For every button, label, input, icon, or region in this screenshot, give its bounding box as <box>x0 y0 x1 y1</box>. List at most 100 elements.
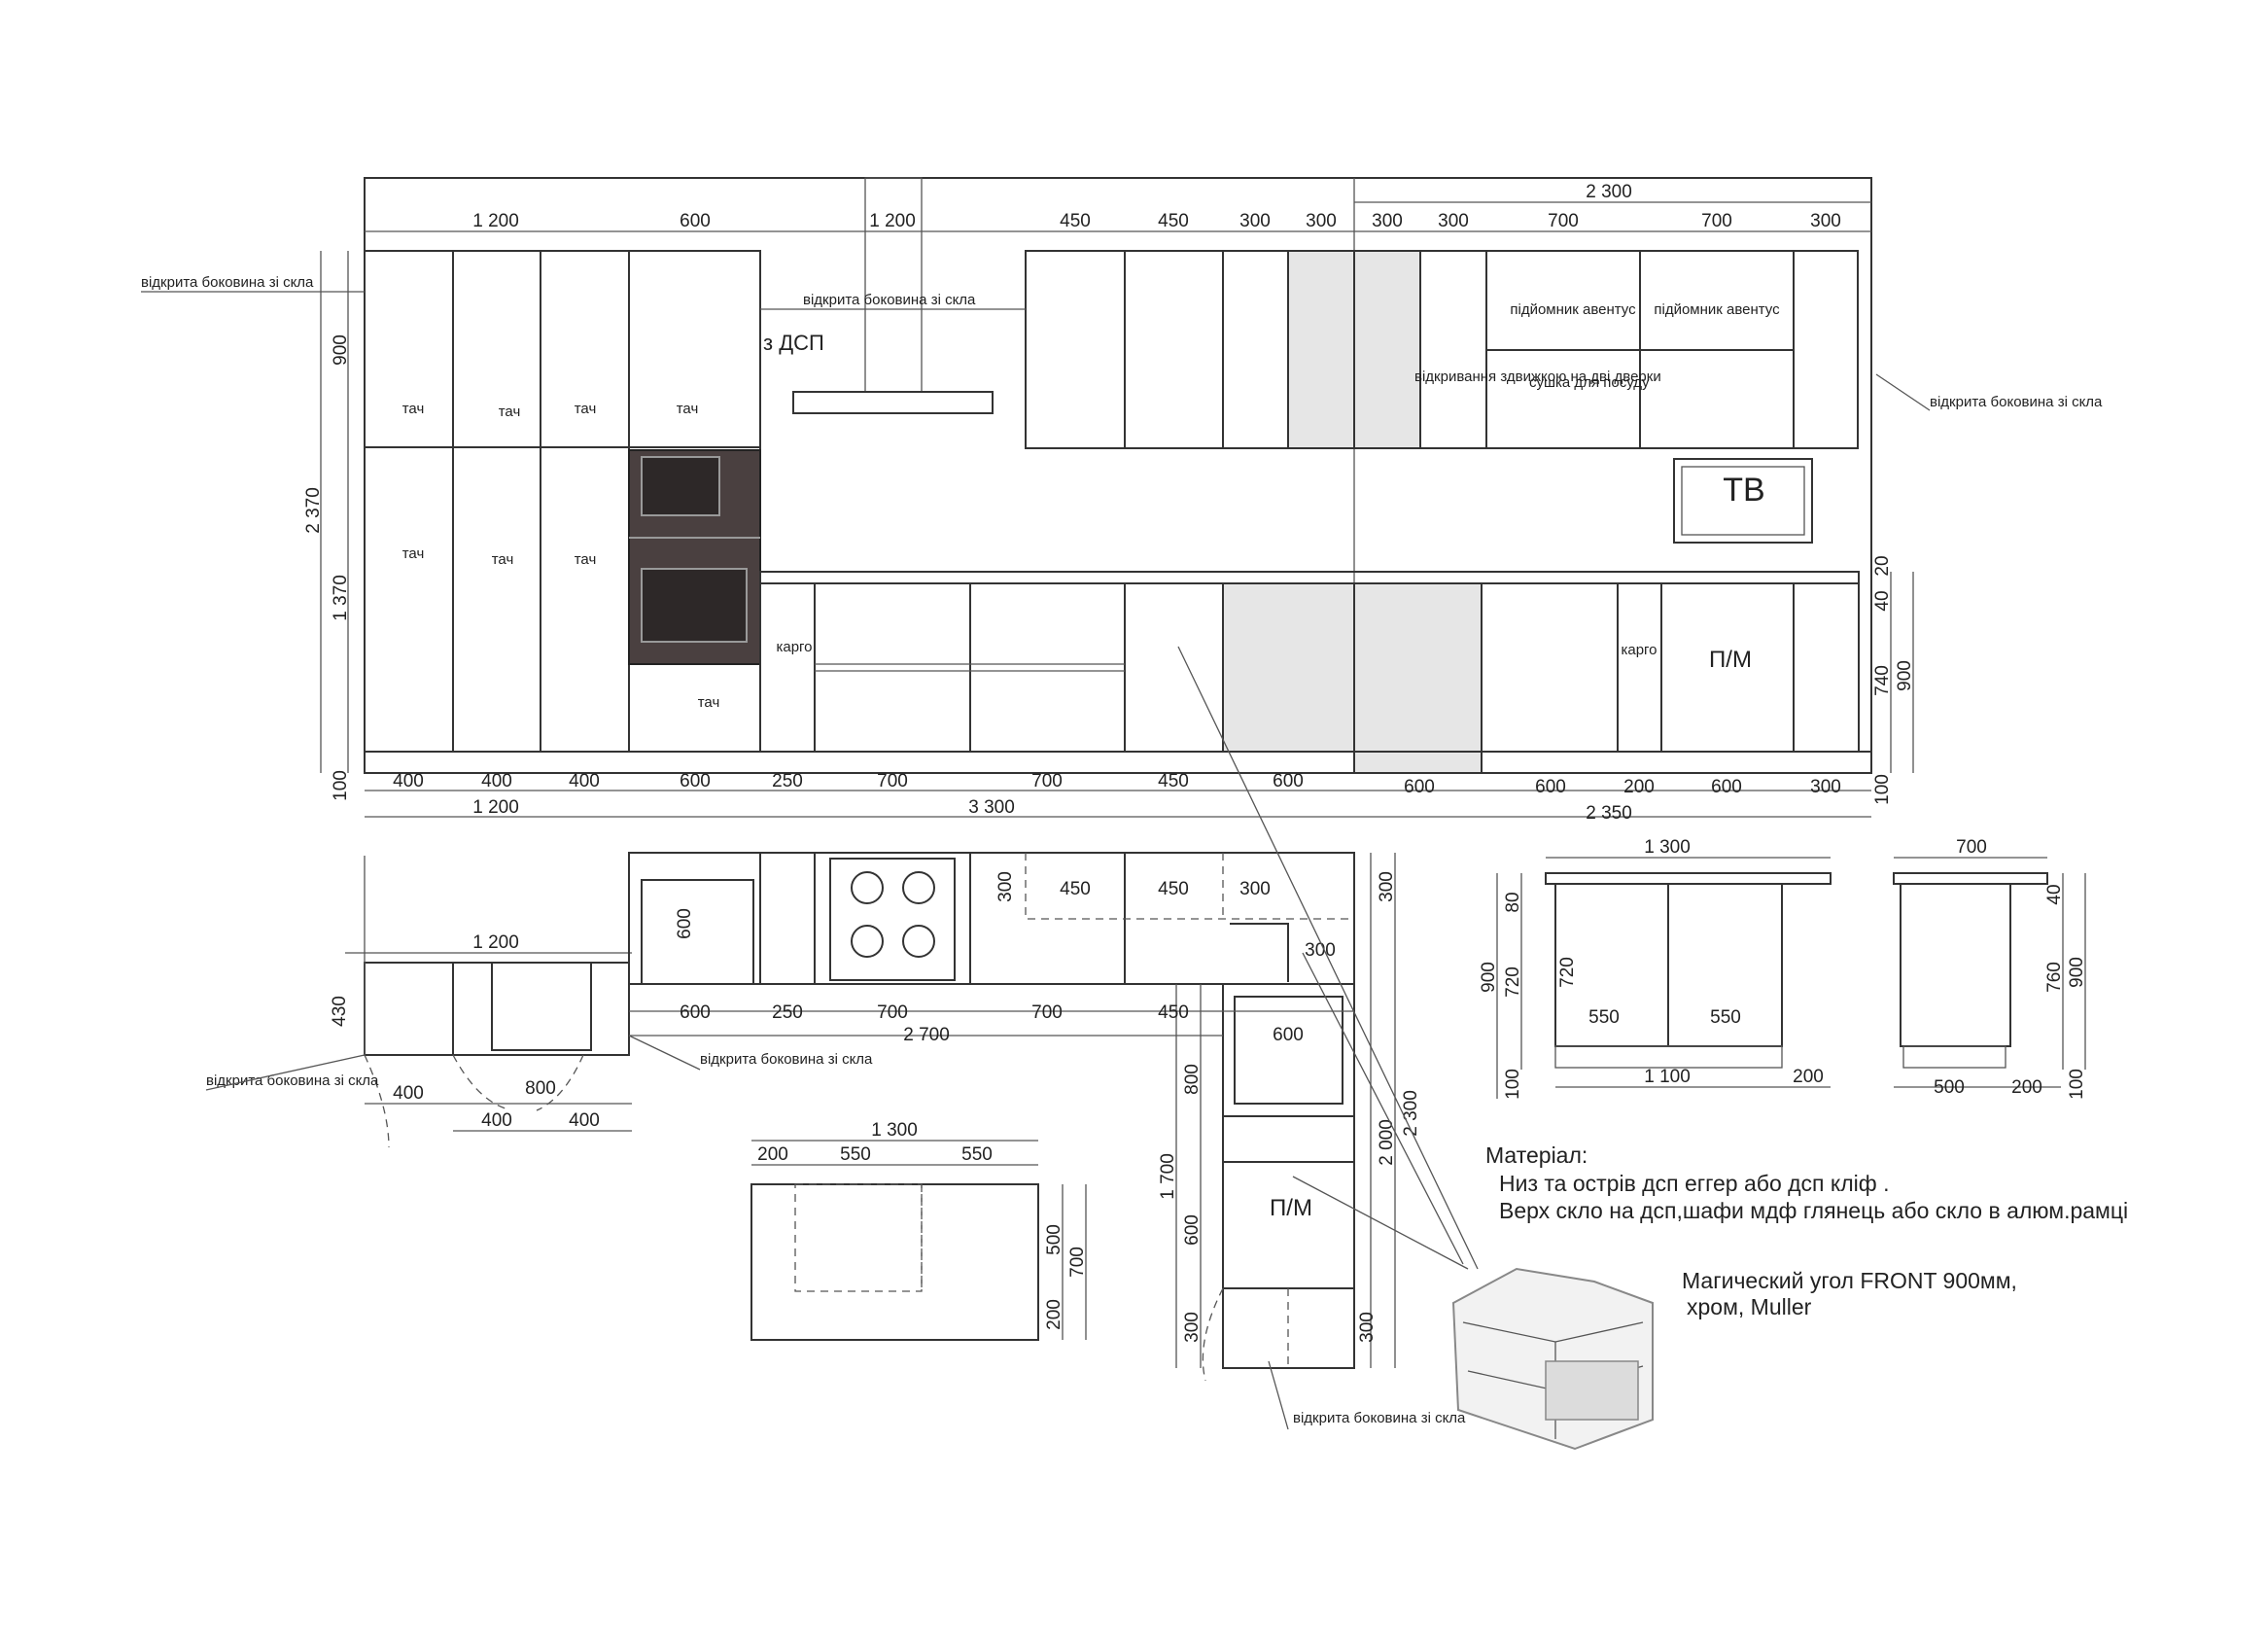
label-tach: тач <box>492 551 514 568</box>
dim-right-740: 740 <box>1872 665 1893 696</box>
label-dsp-note: з ДСП <box>763 331 824 355</box>
island-front-dim: 550 <box>1710 1007 1741 1028</box>
label-cargo: карго <box>1621 642 1657 658</box>
island-dim: 700 <box>1067 1247 1088 1278</box>
plan-dim: 450 <box>1158 879 1189 899</box>
label-tach: тач <box>575 401 597 417</box>
plan-dim: 600 <box>1182 1214 1203 1246</box>
label-tach: тач <box>575 551 597 568</box>
dim-bottom-total-1: 1 200 <box>472 797 519 818</box>
dim-top-11: 700 <box>1701 211 1732 231</box>
plan-dim: 2 700 <box>903 1025 950 1045</box>
label-pm: П/М <box>1709 647 1752 673</box>
plan-dim: 450 <box>1060 879 1091 899</box>
island-front-dim: 80 <box>1503 892 1523 912</box>
dim-bottom-10: 600 <box>1404 777 1435 797</box>
dim-top-9: 300 <box>1438 211 1469 231</box>
magic-corner-line-2: хром, Muller <box>1687 1294 1812 1319</box>
plan-dim: 300 <box>1305 940 1336 961</box>
material-line-1: Низ та острів дсп еггер або дсп кліф . <box>1499 1171 1889 1196</box>
plan-dim: 1 200 <box>472 932 519 953</box>
plan-dim: 300 <box>1357 1312 1378 1343</box>
magic-corner-line-1: Магический угол FRONT 900мм, <box>1682 1268 2017 1293</box>
label-lift: підйомник авентус <box>1510 301 1636 318</box>
tall-cabinet-block <box>364 250 630 753</box>
plan-dim: 300 <box>1182 1312 1203 1343</box>
plan-view: 1 200 430 400 800 400 400 відкрита боков… <box>205 646 1479 1430</box>
plan-dim: 800 <box>1182 1064 1203 1095</box>
dim-top-3: 1 200 <box>869 211 916 231</box>
dim-left-100: 100 <box>331 770 351 801</box>
island-front-dim: 1 300 <box>1644 837 1691 858</box>
dim-top-1: 1 200 <box>472 211 519 231</box>
label-tv: ТВ <box>1723 472 1764 509</box>
dim-bottom-13: 600 <box>1711 777 1742 797</box>
dim-bottom-2: 400 <box>481 771 512 791</box>
plan-dim: 600 <box>675 908 695 939</box>
label-glass-side: відкрита боковина зі скла <box>141 274 314 291</box>
dim-top-7: 300 <box>1306 211 1337 231</box>
dim-left-2370: 2 370 <box>303 487 324 534</box>
hob <box>829 858 956 981</box>
plan-dim: 300 <box>1239 879 1271 899</box>
plan-dim: 250 <box>772 1002 803 1023</box>
plan-dim: 300 <box>1377 871 1397 902</box>
dim-bottom-14: 300 <box>1810 777 1841 797</box>
oven <box>641 568 748 643</box>
island-dim: 500 <box>1044 1224 1064 1255</box>
plan-dim: 700 <box>877 1002 908 1023</box>
label-lift: підйомник авентус <box>1654 301 1780 318</box>
dim-bottom-7: 700 <box>1031 771 1063 791</box>
dim-bottom-4: 600 <box>680 771 711 791</box>
island-front-dim: 1 100 <box>1644 1067 1691 1087</box>
dim-top-total: 2 300 <box>1586 182 1632 202</box>
plan-pm: П/М <box>1270 1195 1312 1221</box>
label-dryer: сушка для посуду <box>1529 374 1650 391</box>
dim-bottom-8: 450 <box>1158 771 1189 791</box>
island-dim: 200 <box>1044 1299 1064 1330</box>
island-side-dim: 200 <box>2011 1077 2042 1098</box>
label-glass-side: відкрита боковина зі скла <box>1293 1410 1466 1426</box>
island-side-dim: 500 <box>1934 1077 1965 1098</box>
dim-top-4: 450 <box>1060 211 1091 231</box>
label-tach: тач <box>402 401 425 417</box>
dim-bottom-5: 250 <box>772 771 803 791</box>
island-front-dim: 720 <box>1557 957 1578 988</box>
plan-dim: 800 <box>525 1078 556 1099</box>
dim-bottom-total-2: 3 300 <box>968 797 1015 818</box>
dim-left-900: 900 <box>331 334 351 366</box>
island-side-dim: 100 <box>2067 1069 2087 1100</box>
island-side-elevation: 700 40 760 900 500 200 100 <box>1893 837 2087 1100</box>
label-glass-side: відкрита боковина зі скла <box>803 292 976 308</box>
island-dim: 1 300 <box>871 1120 918 1141</box>
plan-dim: 2 300 <box>1401 1090 1421 1137</box>
material-line-2: Верх скло на дсп,шафи мдф глянець або ск… <box>1499 1198 2128 1223</box>
island-front-dim: 900 <box>1479 962 1499 993</box>
dim-bottom-11: 600 <box>1535 777 1566 797</box>
dim-top-6: 300 <box>1239 211 1271 231</box>
label-cargo: карго <box>776 639 812 655</box>
label-glass-side: відкрита боковина зі скла <box>206 1072 379 1089</box>
plan-dim: 700 <box>1031 1002 1063 1023</box>
main-run <box>628 852 1355 985</box>
island-front-dim: 720 <box>1503 967 1523 998</box>
island-front-dim: 550 <box>1588 1007 1620 1028</box>
label-tach: тач <box>499 404 521 420</box>
dim-bottom-3: 400 <box>569 771 600 791</box>
island-front-dim: 100 <box>1503 1069 1523 1100</box>
dim-bottom-6: 700 <box>877 771 908 791</box>
dim-left-1370: 1 370 <box>331 575 351 621</box>
label-tach: тач <box>402 545 425 562</box>
dim-right-40: 40 <box>1872 590 1893 611</box>
plan-dim: 300 <box>995 871 1016 902</box>
island-dim: 200 <box>757 1144 788 1165</box>
island-plan <box>750 1183 1039 1341</box>
label-glass-side: відкрита боковина зі скла <box>1930 394 2103 410</box>
island-front-elevation: 1 300 80 900 720 720 550 550 1 100 200 1… <box>1479 837 1832 1100</box>
plan-dim: 1 700 <box>1158 1153 1178 1200</box>
label-two-doors: відкривання здвижкою на дві дверки <box>1414 369 1661 385</box>
island-side-dim: 40 <box>2044 884 2065 904</box>
dim-top-8: 300 <box>1372 211 1403 231</box>
tv <box>1673 458 1813 544</box>
hood <box>792 391 994 414</box>
